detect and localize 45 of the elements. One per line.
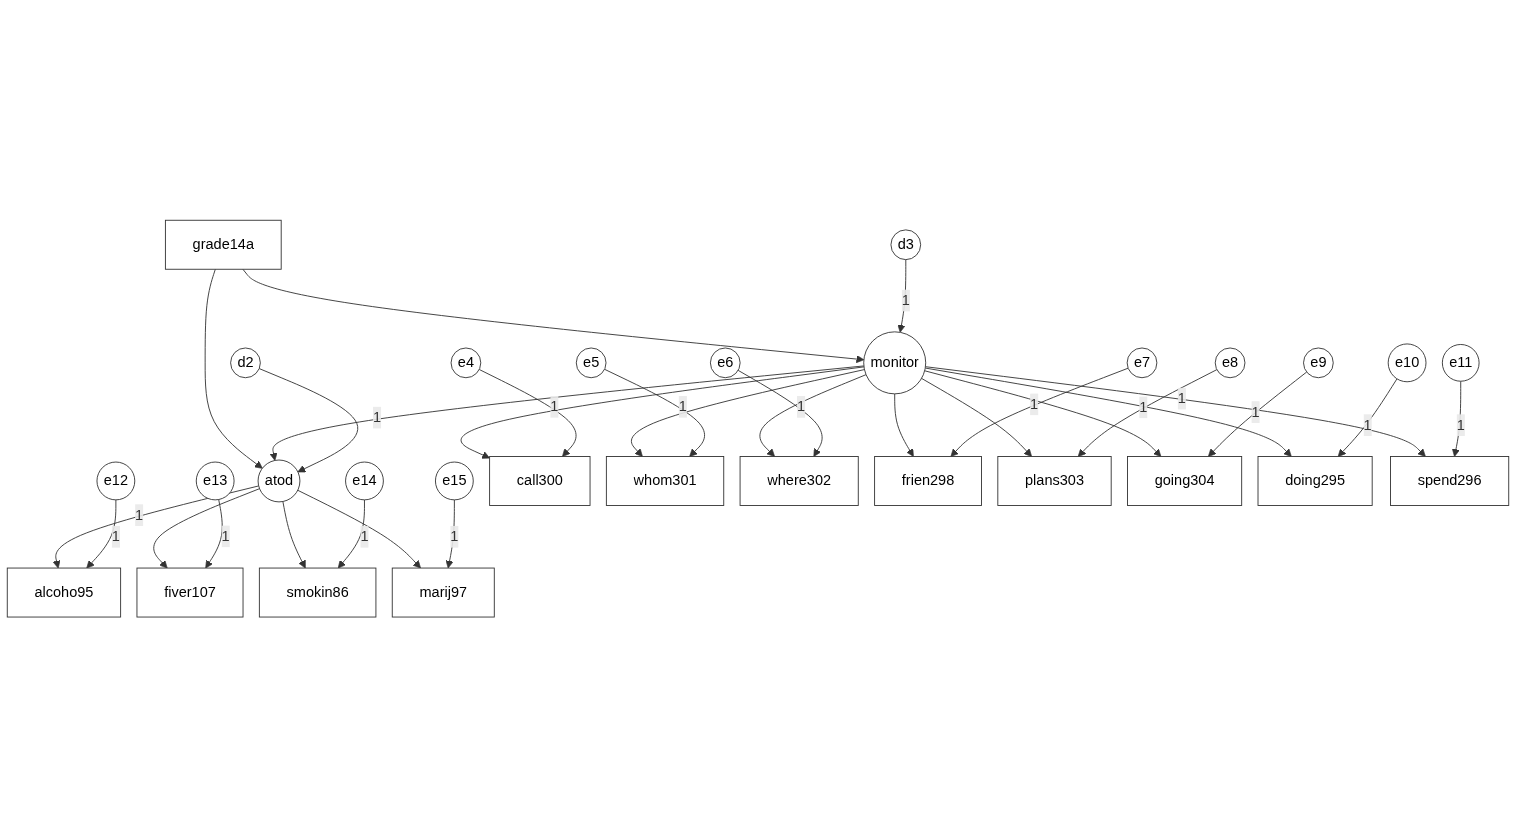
node-circle: d2 [230,347,261,379]
node-box: call300 [489,455,591,506]
edge-label: 1 [1456,416,1465,433]
edge-label: 1 [450,528,459,544]
edge-label: 1 [1030,396,1039,412]
node-box: alcoho95 [6,567,122,618]
node-box: doing295 [1257,455,1373,506]
node-circle: d3 [890,229,922,260]
node-box: smokin86 [258,567,377,618]
edge-label: 1 [135,506,144,523]
node-box: grade14a [164,219,282,270]
node-circle: e4 [450,347,482,379]
node-circle: e14 [345,461,384,501]
edge-label: 1 [901,292,910,308]
node-box: marij97 [391,567,495,618]
node-circle: e9 [1303,347,1334,379]
edge-label: 1 [550,398,559,414]
node-box: plans303 [997,455,1112,506]
edge-label: 1 [1251,403,1260,420]
node-box: where302 [739,455,859,506]
node-circle: atod [257,459,301,503]
edge-label: 1 [1139,399,1148,415]
edge-label: 1 [1363,416,1372,433]
node-circle: monitor [863,331,927,395]
node-box: whom301 [605,455,725,506]
edge-label: 1 [372,409,381,425]
node-box: spend296 [1390,455,1510,506]
edge-label: 1 [1177,390,1186,406]
node-circle: e6 [709,347,741,379]
node-box: fiver107 [136,567,244,618]
node-circle: e10 [1387,343,1427,383]
edge-label: 1 [678,398,687,414]
edge-label: 1 [111,528,120,544]
node-circle: e12 [96,461,136,501]
node-circle: e5 [575,347,607,379]
edge-label: 1 [221,528,230,544]
node-circle: e8 [1214,347,1246,379]
edge-label: 1 [797,398,806,415]
node-circle: e15 [435,461,474,501]
node-circle: e7 [1126,347,1158,379]
node-circle: e11 [1441,343,1480,382]
node-circle: e13 [195,461,235,501]
edge-label: 1 [360,528,369,544]
node-box: frien298 [874,455,982,506]
node-box: going304 [1127,455,1243,506]
